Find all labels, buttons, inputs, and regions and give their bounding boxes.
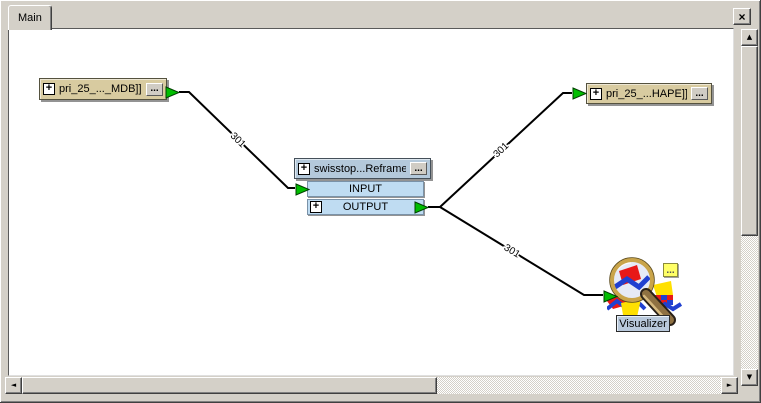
tab-main-label: Main	[18, 12, 42, 24]
node-reader-label: pri_25_..._MDB]]	[59, 83, 142, 95]
input-port-label: INPUT	[349, 183, 382, 195]
connection-wire-transformer-to-writer[interactable]	[428, 92, 572, 208]
port-arrow-triangle	[414, 201, 430, 214]
writer-input-port-arrow[interactable]	[572, 87, 588, 100]
scroll-up-button[interactable]: ▲	[741, 29, 758, 46]
expand-icon[interactable]: +	[590, 87, 602, 100]
scroll-up-icon: ▲	[746, 33, 753, 41]
expand-icon[interactable]: +	[298, 162, 310, 175]
transformer-input-port-arrow[interactable]	[295, 183, 311, 196]
horizontal-scroll-thumb[interactable]	[22, 377, 437, 394]
port-arrow-triangle	[603, 290, 619, 303]
close-icon: ×	[738, 9, 746, 24]
horizontal-scrollbar[interactable]: ◄ ►	[5, 377, 738, 394]
connection-wire-reader-to-transformer[interactable]	[179, 91, 295, 189]
expand-icon[interactable]: +	[310, 201, 322, 213]
node-transformer-label: swisstop...Reframe]	[314, 162, 406, 175]
node-writer[interactable]: + pri_25_...HAPE]] ...	[586, 83, 712, 104]
visualizer-more-button[interactable]: ...	[663, 263, 678, 277]
node-reader[interactable]: + pri_25_..._MDB]] ...	[39, 78, 167, 100]
visualizer-input-port-arrow[interactable]	[603, 290, 619, 303]
transformer-output-port[interactable]: + OUTPUT	[307, 199, 424, 215]
scroll-right-button[interactable]: ►	[721, 377, 738, 394]
tab-bar: Main ×	[0, 0, 761, 30]
port-arrow-triangle	[295, 183, 311, 196]
feature-count-label: 301	[502, 242, 522, 260]
writer-properties-button[interactable]: ...	[691, 87, 708, 100]
port-arrow-triangle	[165, 86, 181, 99]
connection-wire-transformer-to-visualizer[interactable]	[439, 206, 603, 296]
workflow-canvas[interactable]: 301 301 301 + pri_25_..._MDB]] ... + swi…	[8, 28, 734, 376]
reader-properties-button[interactable]: ...	[146, 82, 163, 96]
node-writer-label: pri_25_...HAPE]]	[606, 87, 687, 100]
reader-output-port-arrow[interactable]	[165, 86, 181, 99]
expand-icon[interactable]: +	[43, 83, 55, 95]
transformer-output-port-arrow[interactable]	[414, 201, 430, 214]
vertical-scroll-thumb[interactable]	[741, 46, 758, 236]
port-arrow-triangle	[572, 87, 588, 100]
tab-main[interactable]: Main	[8, 5, 52, 30]
transformer-input-port[interactable]: INPUT	[307, 181, 424, 197]
scroll-left-icon: ◄	[10, 381, 17, 389]
close-button[interactable]: ×	[733, 8, 751, 25]
scroll-down-button[interactable]: ▼	[741, 369, 758, 386]
connections-layer: 301 301 301	[179, 91, 603, 296]
transformer-properties-button[interactable]: ...	[410, 162, 427, 175]
output-port-label: OUTPUT	[342, 201, 389, 213]
vertical-scrollbar[interactable]: ▲ ▼	[741, 29, 758, 386]
scroll-left-button[interactable]: ◄	[5, 377, 22, 394]
scroll-down-icon: ▼	[746, 373, 753, 381]
scroll-right-icon: ►	[726, 381, 733, 389]
node-transformer[interactable]: + swisstop...Reframe] ...	[294, 158, 431, 179]
visualizer-label-text: Visualizer	[619, 317, 667, 330]
visualizer-label-badge[interactable]: Visualizer	[616, 315, 670, 332]
